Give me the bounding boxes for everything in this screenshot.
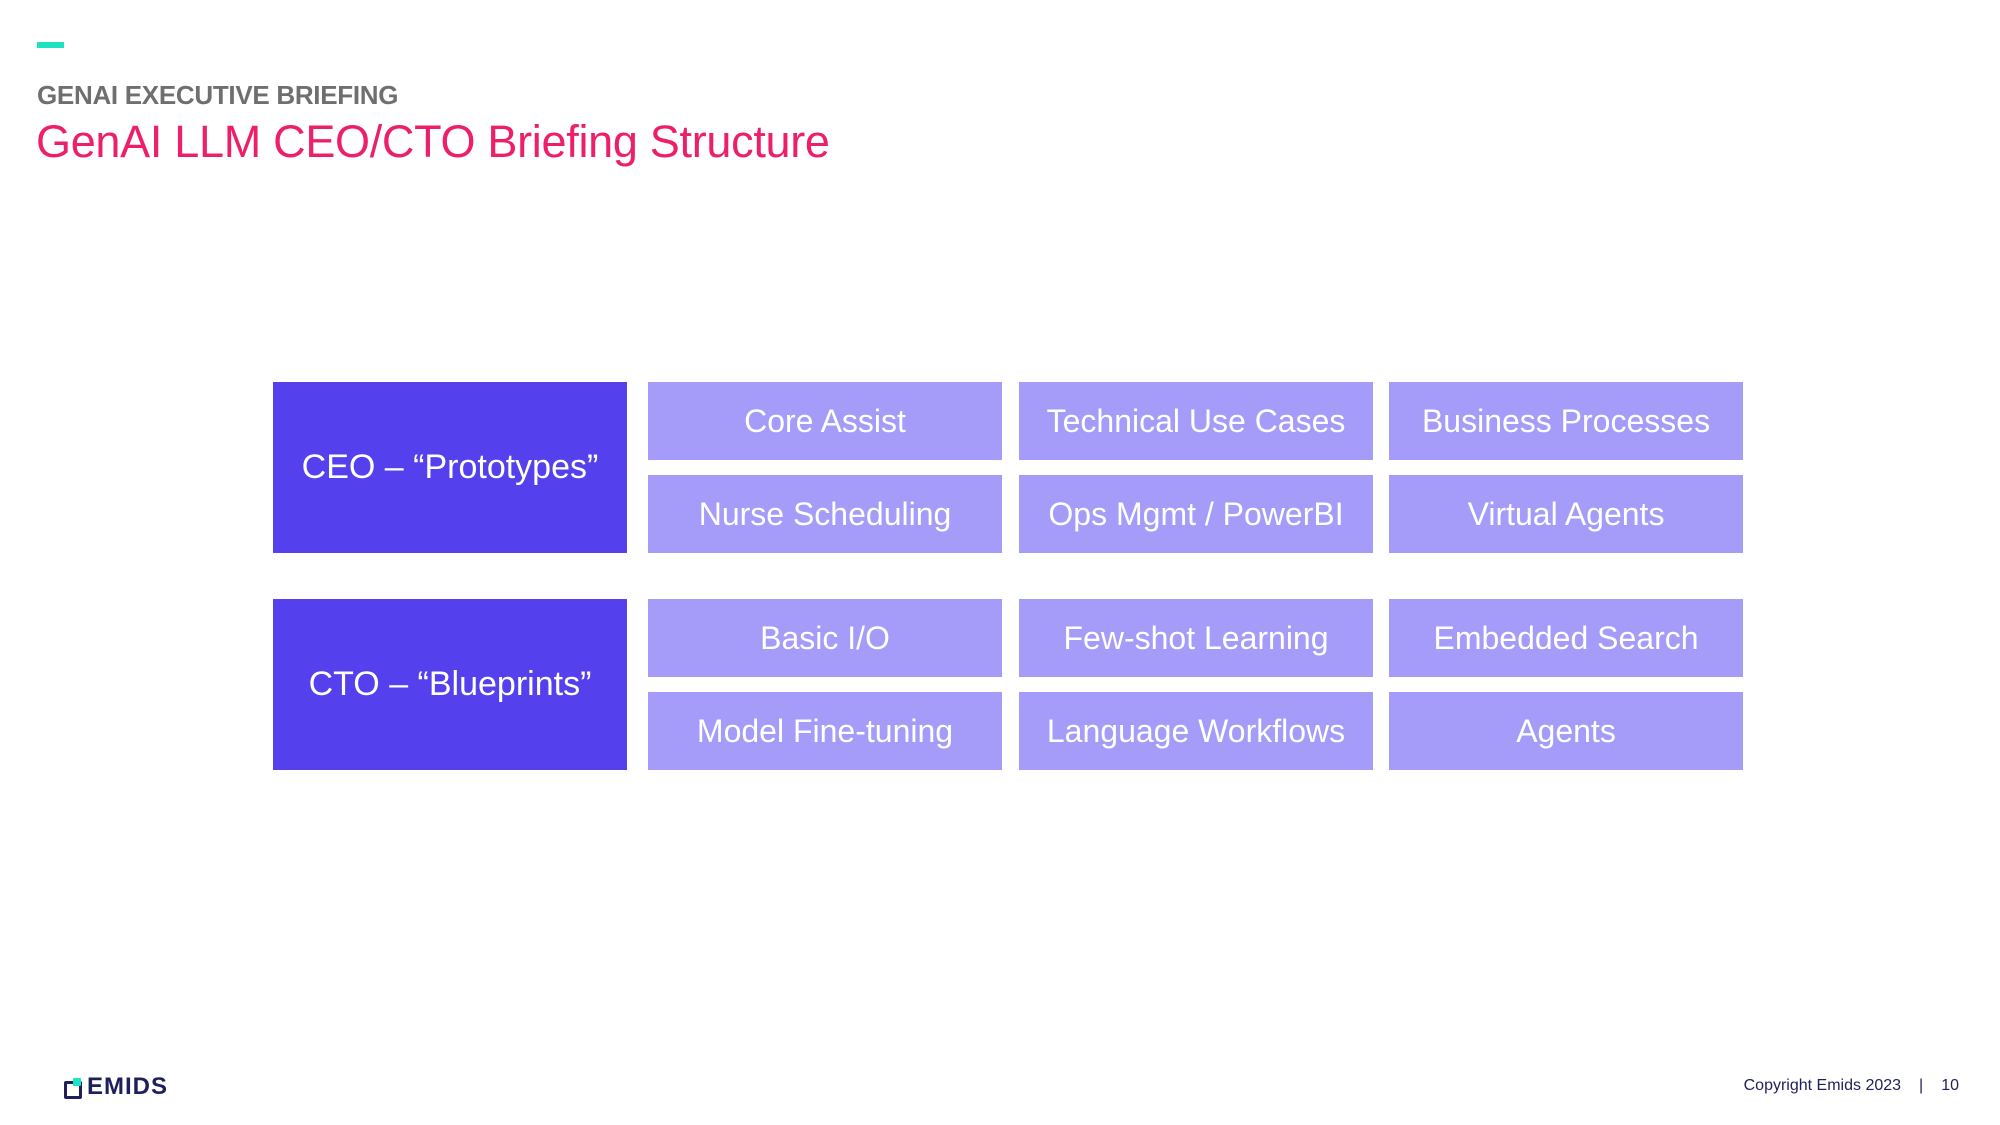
item-business-processes: Business Processes	[1389, 382, 1743, 460]
item-model-fine-tuning: Model Fine-tuning	[648, 692, 1002, 770]
item-few-shot-learning: Few-shot Learning	[1019, 599, 1373, 677]
item-basic-io: Basic I/O	[648, 599, 1002, 677]
item-core-assist: Core Assist	[648, 382, 1002, 460]
accent-bar	[37, 42, 64, 48]
item-virtual-agents: Virtual Agents	[1389, 475, 1743, 553]
item-agents: Agents	[1389, 692, 1743, 770]
emids-logo: EMIDS	[64, 1073, 169, 1100]
ceo-row: CEO – “Prototypes” Core Assist Technical…	[273, 382, 1743, 553]
footer-separator: |	[1919, 1077, 1924, 1094]
item-ops-mgmt-powerbi: Ops Mgmt / PowerBI	[1019, 475, 1373, 553]
ceo-prototypes-box: CEO – “Prototypes”	[273, 382, 627, 553]
cto-blueprints-box: CTO – “Blueprints”	[273, 599, 627, 770]
item-nurse-scheduling: Nurse Scheduling	[648, 475, 1002, 553]
section-eyebrow: GENAI EXECUTIVE BRIEFING	[37, 80, 399, 110]
cto-row: CTO – “Blueprints” Basic I/O Few-shot Le…	[273, 599, 1743, 770]
page-number: 10	[1941, 1077, 1959, 1094]
item-embedded-search: Embedded Search	[1389, 599, 1743, 677]
item-language-workflows: Language Workflows	[1019, 692, 1373, 770]
footer: Copyright Emids 2023 | 10	[1744, 1077, 1959, 1095]
logo-text: EMIDS	[87, 1073, 169, 1100]
item-technical-use-cases: Technical Use Cases	[1019, 382, 1373, 460]
slide-title: GenAI LLM CEO/CTO Briefing Structure	[36, 116, 830, 167]
emids-logo-icon	[64, 1078, 82, 1099]
copyright-text: Copyright Emids 2023	[1743, 1077, 1902, 1094]
